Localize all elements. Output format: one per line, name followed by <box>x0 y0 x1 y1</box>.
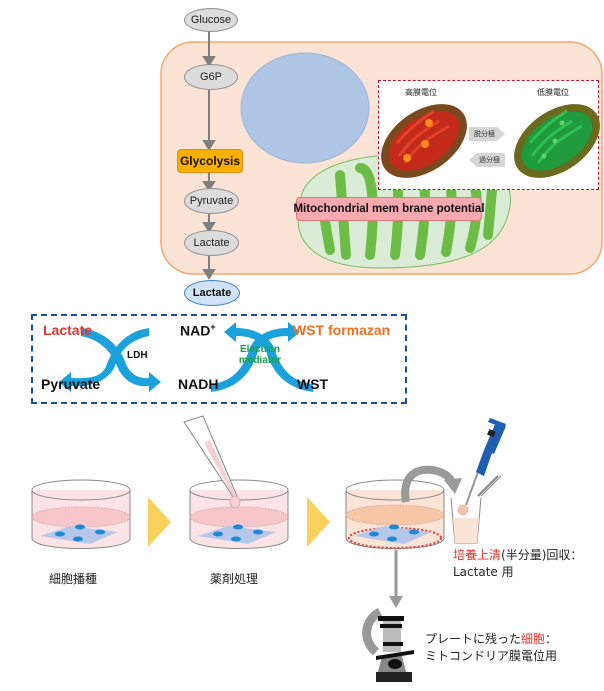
supernatant-line1: 培養上清(半分量)回収： <box>453 547 582 564</box>
assay-pyruvate-label: Pyruvate <box>41 376 101 392</box>
electron-mediator-line1: Electron <box>239 344 280 355</box>
nad-plus-sup: + <box>210 322 216 332</box>
cells-suffix: ： <box>545 632 558 646</box>
mitochondrial-membrane-potential-label: Mitochondrial mem brane potential <box>293 197 485 221</box>
cells-prefix: プレートに残った <box>425 632 522 646</box>
node-glycolysis: Glycolysis <box>177 149 243 173</box>
ldh-arrow-down-left <box>59 328 149 392</box>
mediator-arrow-up-right <box>211 322 300 392</box>
micropipette-icon <box>465 418 506 506</box>
node-glucose: Glucose <box>184 8 238 32</box>
step-treatment-label: 薬剤処理 <box>210 572 259 586</box>
workflow-illustration <box>31 415 506 682</box>
mitochondria-images <box>381 104 600 178</box>
hyperpolarization-arrow-icon <box>469 153 505 167</box>
supernatant-line2: Lactate 用 <box>453 565 514 579</box>
remaining-cells-line2: ミトコンドリア膜電位用 <box>425 649 558 663</box>
assay-lactate-label: Lactate <box>43 322 93 338</box>
remaining-cells-line1: プレートに残った細胞： <box>425 631 557 648</box>
ldh-label: LDH <box>127 350 148 361</box>
depolarization-label: 脱分極 <box>474 130 495 138</box>
ldh-arrow-down-right <box>81 328 161 392</box>
cells-highlight: 細胞 <box>521 632 546 646</box>
node-pyruvate: Pyruvate <box>184 188 239 214</box>
dish-treatment-icon <box>189 479 289 549</box>
nad-plus-label: NAD+ <box>180 322 216 339</box>
wst-label: WST <box>297 376 329 392</box>
high-potential-mitochondrion-icon <box>381 104 467 178</box>
supernatant-highlight: 培養上清 <box>453 548 502 562</box>
nucleus <box>240 52 370 164</box>
pipette-tip-icon <box>183 415 241 509</box>
nad-text: NAD <box>180 322 211 339</box>
low-potential-mitochondrion-icon <box>514 104 600 178</box>
electron-mediator-line2: mediator <box>238 355 282 366</box>
depolarization-arrow-icon <box>469 127 505 141</box>
workflow-step-arrow-1 <box>148 497 171 547</box>
electron-mediator-label: Electron mediator <box>230 344 290 366</box>
high-potential-label: 高膜電位 <box>405 88 437 97</box>
assay-arrows <box>59 322 313 392</box>
mediator-arrow-up-left <box>224 322 313 392</box>
remaining-cells-label: プレートに残った細胞： ミトコンドリア膜電位用 <box>425 631 557 665</box>
assay-reaction-box <box>31 314 407 404</box>
supernatant-rest: (半分量)回収： <box>501 548 583 562</box>
workflow-step-arrow-2 <box>307 497 330 547</box>
nadh-label: NADH <box>178 376 219 392</box>
mitochondria-potential-inset: 高膜電位 低膜電位 脱分極 過分極 <box>378 80 600 190</box>
step-seeding-label: 細胞播種 <box>49 572 98 586</box>
microscope-icon <box>362 607 414 682</box>
collection-tube-icon <box>450 475 502 544</box>
node-g6p: G6P <box>184 64 238 90</box>
wst-formazan-label: WST formazan <box>293 322 391 338</box>
dish-seeding-icon <box>31 479 131 549</box>
node-lactate-intracellular: Lactate <box>184 230 239 256</box>
supernatant-collection-label: 培養上清(半分量)回収： Lactate 用 <box>453 547 582 581</box>
hyperpolarization-label: 過分極 <box>479 156 500 164</box>
transfer-arrow-icon <box>401 465 456 503</box>
low-potential-label: 低膜電位 <box>537 88 569 97</box>
dish-collection-icon <box>345 479 445 549</box>
node-lactate-extracellular: Lactate <box>184 280 240 306</box>
